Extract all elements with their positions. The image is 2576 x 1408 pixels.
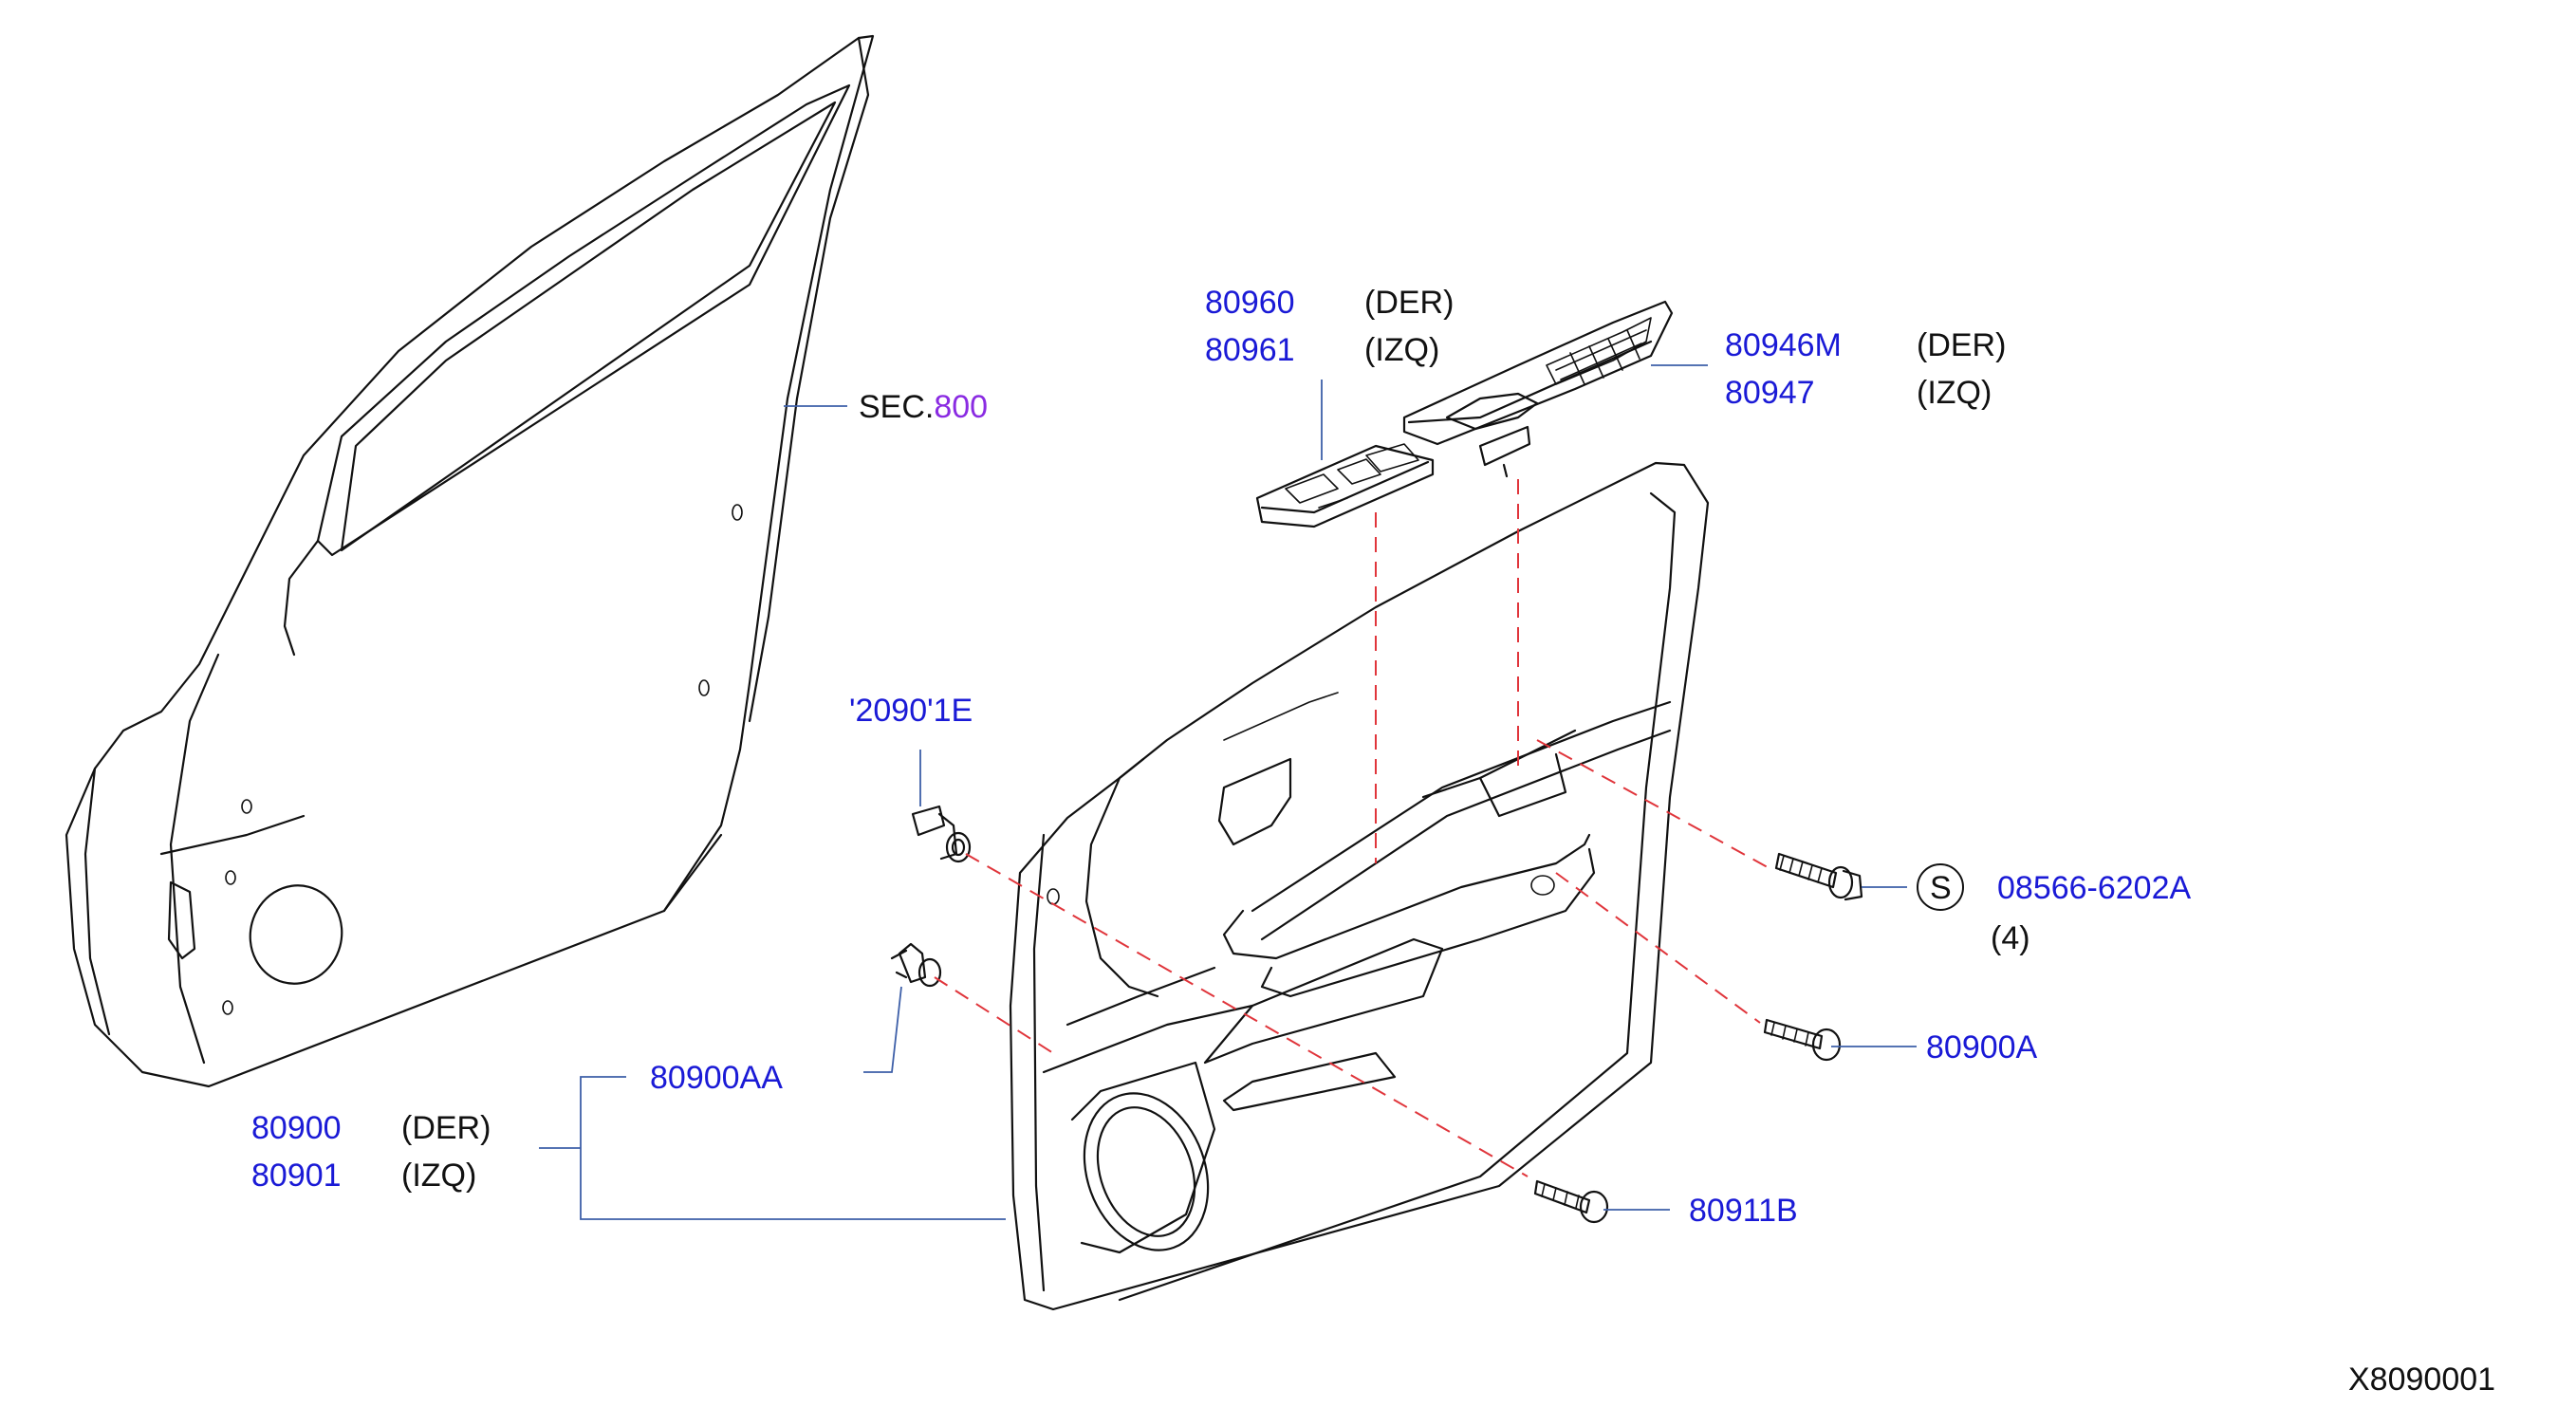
- part-number-80960[interactable]: 80960: [1205, 285, 1295, 321]
- service-symbol-icon: [1917, 863, 1964, 911]
- service-symbol-label: S: [1930, 870, 1952, 906]
- part-number-80946m[interactable]: 80946M: [1725, 327, 1842, 363]
- side-der-trim: (DER): [401, 1110, 491, 1146]
- clip-aa-drawing: [890, 942, 942, 988]
- part-number-clip-top[interactable]: '2090'1E: [849, 693, 973, 729]
- section-ref-label[interactable]: SEC.800: [859, 389, 988, 425]
- side-der-switch: (DER): [1364, 285, 1454, 321]
- part-number-08566-6202a[interactable]: 08566-6202A: [1997, 870, 2192, 906]
- assembly-guide-lines: [934, 479, 1775, 1177]
- screw-b-drawing: [1533, 1179, 1609, 1224]
- part-number-80900[interactable]: 80900: [251, 1110, 342, 1146]
- side-izq-handle: (IZQ): [1917, 375, 1992, 411]
- clip-top-drawing: [911, 805, 972, 863]
- side-izq-switch: (IZQ): [1364, 332, 1439, 368]
- part-number-80901[interactable]: 80901: [251, 1158, 342, 1194]
- leader-lines: [539, 364, 1917, 1220]
- door-trim-panel-drawing: [1009, 461, 1710, 1311]
- door-shell-drawing: [65, 34, 875, 1088]
- part-number-80911b[interactable]: 80911B: [1689, 1193, 1798, 1229]
- inside-handle-drawing: [1402, 300, 1674, 478]
- power-window-switch-drawing: [1255, 443, 1435, 528]
- side-der-handle: (DER): [1917, 327, 2006, 363]
- diagram-id-label: X8090001: [2348, 1362, 2495, 1398]
- side-izq-trim: (IZQ): [401, 1158, 476, 1194]
- screw-a-drawing: [1763, 1018, 1842, 1062]
- screw-s-drawing: [1774, 852, 1863, 901]
- part-number-80961[interactable]: 80961: [1205, 332, 1295, 368]
- part-number-80947[interactable]: 80947: [1725, 375, 1815, 411]
- part-number-80900aa[interactable]: 80900AA: [650, 1060, 783, 1096]
- quantity-label: (4): [1991, 920, 2030, 956]
- part-number-80900a[interactable]: 80900A: [1926, 1029, 2038, 1065]
